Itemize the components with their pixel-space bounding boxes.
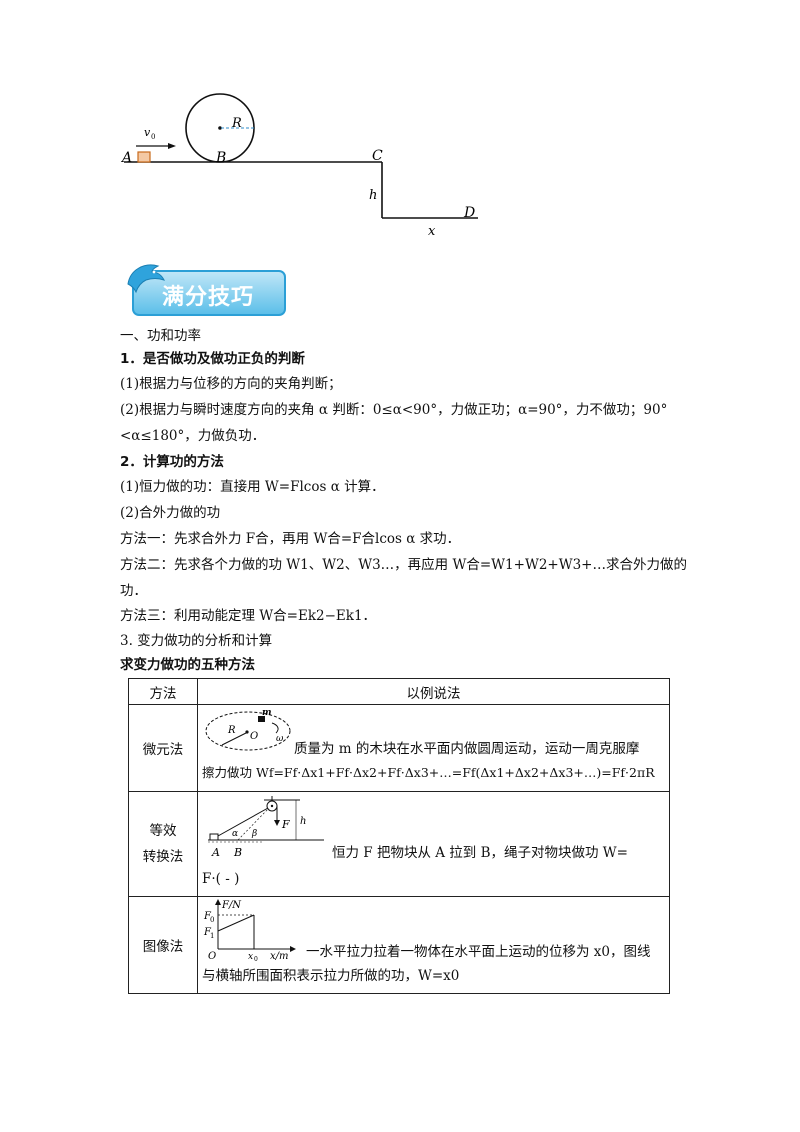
svg-text:0: 0 [254, 956, 258, 963]
svg-text:O: O [250, 731, 258, 742]
row-name-line-1: 等效 [149, 823, 177, 839]
label-v0: v [144, 126, 151, 139]
banner-title: 满分技巧 [162, 285, 255, 310]
svg-text:β: β [251, 829, 257, 839]
para-6a: 方法二：先求各个力做的功 W1、W2、W3…，再应用 W合=W1+W2+W3+…… [120, 557, 687, 573]
dolphin-icon [127, 264, 165, 294]
header-example: 以例说法 [197, 678, 670, 705]
block-a [137, 151, 151, 163]
row-example: R O m ω 质量为 m 的木块在水平面内做圆周运动，运动一周克服摩 擦力做功… [197, 704, 670, 792]
heading-3: 求变力做功的五种方法 [120, 657, 255, 673]
svg-text:A: A [211, 846, 220, 859]
row-line-2: 与横轴所围面积表示拉力所做的功，W=x0 [202, 968, 460, 984]
svg-text:x/m: x/m [270, 951, 289, 962]
row-example: F h α β A B 恒力 F 把物块从 A 拉到 B，绳子对物块做功 W= … [197, 791, 670, 897]
row-method-name: 等效 转换法 [128, 791, 198, 897]
header-method: 方法 [128, 678, 198, 705]
loop-center [218, 126, 222, 130]
para-2a: (2)根据力与瞬时速度方向的夹角 α 判断：0≤α<90°，力做正功；α=90°… [120, 402, 668, 418]
svg-text:F: F [203, 911, 212, 922]
row-line-1: 质量为 m 的木块在水平面内做圆周运动，运动一周克服摩 [294, 741, 640, 757]
label-b: B [215, 150, 226, 166]
row-method-name: 图像法 [128, 896, 198, 994]
row-line-1: 一水平拉力拉着一物体在水平面上运动的位移为 x0，图线 [306, 944, 651, 960]
para-1: (1)根据力与位移的方向的夹角判断； [120, 376, 342, 392]
label-a: A [120, 150, 132, 166]
svg-text:x: x [248, 952, 253, 962]
row-name-line-2: 转换法 [142, 849, 184, 865]
pulley-figure: F h α β A B [208, 796, 324, 859]
banner-box [132, 270, 286, 316]
label-h: h [369, 188, 377, 203]
force-displacement-graph: F 0 F 1 F/N x 0 x/m O [203, 899, 296, 963]
row-method-name: 微元法 [128, 704, 198, 792]
heading-2: 2．计算功的方法 [120, 454, 224, 470]
para-3: (1)恒力做的功：直接用 W=Flcos α 计算． [120, 479, 385, 495]
track-figure: v 0 A B R C h D x [120, 93, 478, 239]
section-1-title: 一、功和功率 [120, 328, 201, 344]
circular-motion-figure: R O m ω [205, 708, 291, 751]
svg-text:R: R [227, 725, 236, 736]
para-5: 方法一：先求合外力 F合，再用 W合=F合lcos α 求功． [120, 531, 461, 547]
para-6b: 功． [120, 583, 147, 599]
row-example: F 0 F 1 F/N x 0 x/m O 一水平拉力拉着一物体在水平面上运动的… [197, 896, 670, 994]
label-r: R [231, 116, 242, 131]
svg-text:B: B [233, 846, 242, 859]
svg-text:O: O [208, 951, 216, 962]
label-d: D [463, 205, 475, 221]
heading-1: 1．是否做功及做功正负的判断 [120, 351, 305, 367]
skills-banner: 满分技巧 [124, 258, 289, 320]
row-line-2: F·( - ) [202, 871, 240, 887]
svg-text:ω: ω [276, 734, 284, 744]
label-c: C [372, 148, 383, 164]
para-7: 方法三：利用动能定理 W合=Ek2−Ek1． [120, 608, 377, 624]
table-header-row: 方法 以例说法 [128, 678, 670, 705]
para-2b: <α≤180°，力做负功． [120, 428, 266, 444]
section-3-title: 3. 变力做功的分析和计算 [120, 633, 273, 649]
svg-text:F: F [203, 927, 212, 938]
svg-text:m: m [262, 708, 272, 718]
svg-text:1: 1 [210, 932, 214, 940]
para-4: (2)合外力做的功 [120, 505, 221, 521]
table-row: 等效 转换法 F h [128, 791, 670, 897]
svg-text:h: h [300, 816, 306, 827]
methods-table: 方法 以例说法 微元法 R O m ω 质量为 m 的木块在水平面内做圆周运动，… [128, 678, 670, 994]
table-row: 图像法 F 0 F 1 F/N x 0 x/ [128, 896, 670, 994]
svg-text:F/N: F/N [221, 900, 242, 911]
table-row: 微元法 R O m ω 质量为 m 的木块在水平面内做圆周运动，运动一周克服摩 … [128, 704, 670, 792]
row-line-1: 恒力 F 把物块从 A 拉到 B，绳子对物块做功 W= [332, 845, 628, 861]
svg-text:0: 0 [210, 916, 214, 924]
row-line-2: 擦力做功 Wf=Ff·Δx1+Ff·Δx2+Ff·Δx3+…=Ff(Δx1+Δx… [202, 765, 655, 780]
svg-text:F: F [281, 818, 290, 831]
label-v0-sub: 0 [151, 133, 155, 141]
svg-text:α: α [232, 829, 238, 839]
label-x: x [428, 224, 436, 239]
